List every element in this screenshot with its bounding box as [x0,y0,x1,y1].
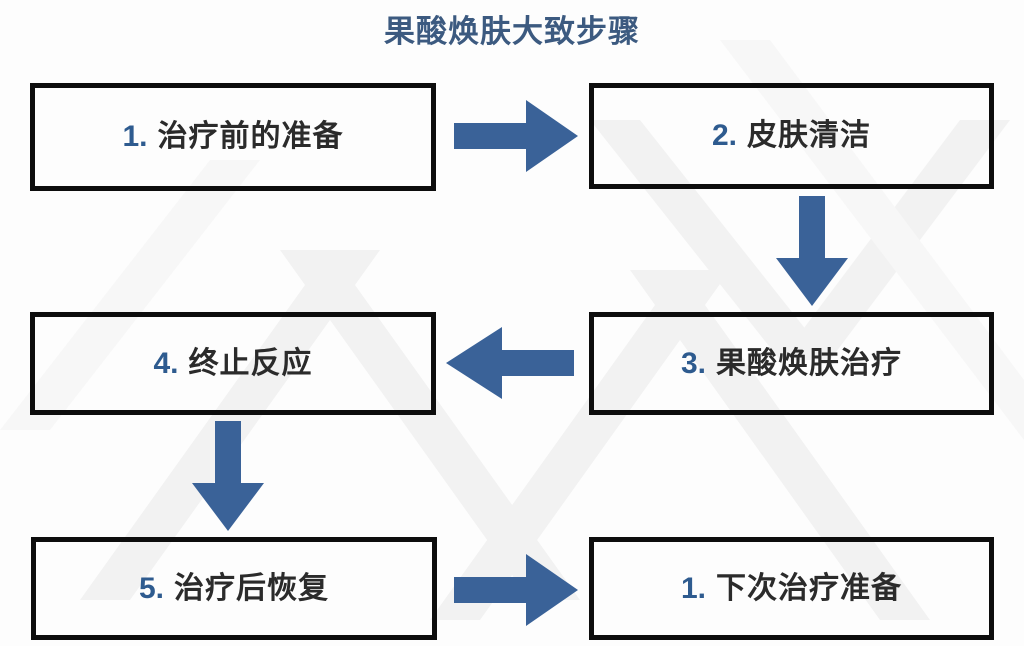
step-2-text: 皮肤清洁 [747,119,872,152]
page-title: 果酸焕肤大致步骤 [384,14,640,49]
arrow-down-icon-step2-to-step3 [776,196,848,306]
step-box-1[interactable]: 1. 治疗前的准备 [30,83,436,191]
step-3-number: 3. [680,346,707,380]
step-6-label: 1. 下次治疗准备 [680,571,903,605]
step-box-3[interactable]: 3. 果酸焕肤治疗 [589,312,994,415]
step-4-label: 4. 终止反应 [153,346,313,380]
step-5-label: 5. 治疗后恢复 [138,571,330,605]
step-3-label: 3. 果酸焕肤治疗 [680,346,903,380]
step-box-2[interactable]: 2. 皮肤清洁 [589,83,994,189]
arrow-right-icon-step5-to-step6 [454,554,578,626]
step-1-number: 1. [122,120,148,153]
arrow-left-icon-step3-to-step4 [446,327,574,399]
step-5-number: 5. [138,571,165,605]
step-box-4[interactable]: 4. 终止反应 [30,312,436,415]
arrow-down-icon-step4-to-step5 [192,421,264,531]
step-4-number: 4. [153,346,179,380]
step-6-number: 1. [680,571,707,605]
step-4-text: 终止反应 [188,346,313,380]
step-1-label: 1. 治疗前的准备 [122,122,343,152]
arrow-right-icon-step1-to-step2 [454,100,578,172]
step-3-text: 果酸焕肤治疗 [716,346,903,380]
step-1-text: 治疗前的准备 [157,120,344,153]
step-2-number: 2. [711,119,738,152]
step-5-text: 治疗后恢复 [174,571,330,605]
step-box-5[interactable]: 5. 治疗后恢复 [31,537,437,640]
step-2-label: 2. 皮肤清洁 [712,121,871,151]
step-box-6-next-cycle[interactable]: 1. 下次治疗准备 [589,537,994,640]
step-6-text: 下次治疗准备 [716,571,903,605]
